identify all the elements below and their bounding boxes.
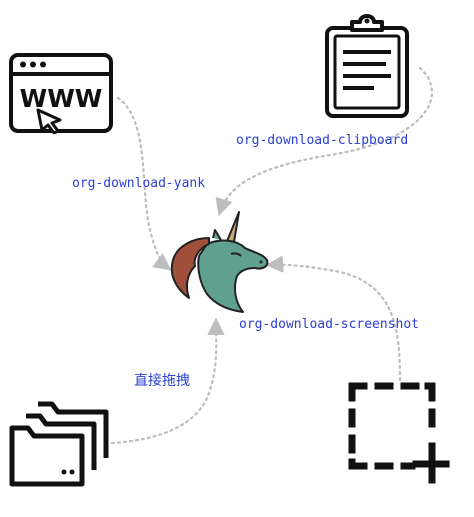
org-mode-unicorn-logo	[170, 211, 269, 313]
svg-text:WWW: WWW	[20, 84, 103, 113]
label-org-download-screenshot: org-download-screenshot	[239, 317, 420, 332]
clipboard-icon	[325, 14, 409, 118]
arrow-web-to-center	[116, 96, 172, 271]
arrow-folder-to-center	[110, 317, 225, 445]
folders-icon	[9, 401, 109, 487]
label-drag-and-drop: 直接拖拽	[134, 373, 190, 389]
web-browser-www-icon: WWW	[9, 53, 113, 134]
arrow-screenshot-to-center	[265, 255, 402, 382]
label-org-download-clipboard: org-download-clipboard	[236, 133, 409, 148]
screenshot-select-icon	[348, 382, 450, 484]
label-org-download-yank: org-download-yank	[72, 176, 206, 191]
arrow-clipboard-to-center	[215, 66, 433, 217]
